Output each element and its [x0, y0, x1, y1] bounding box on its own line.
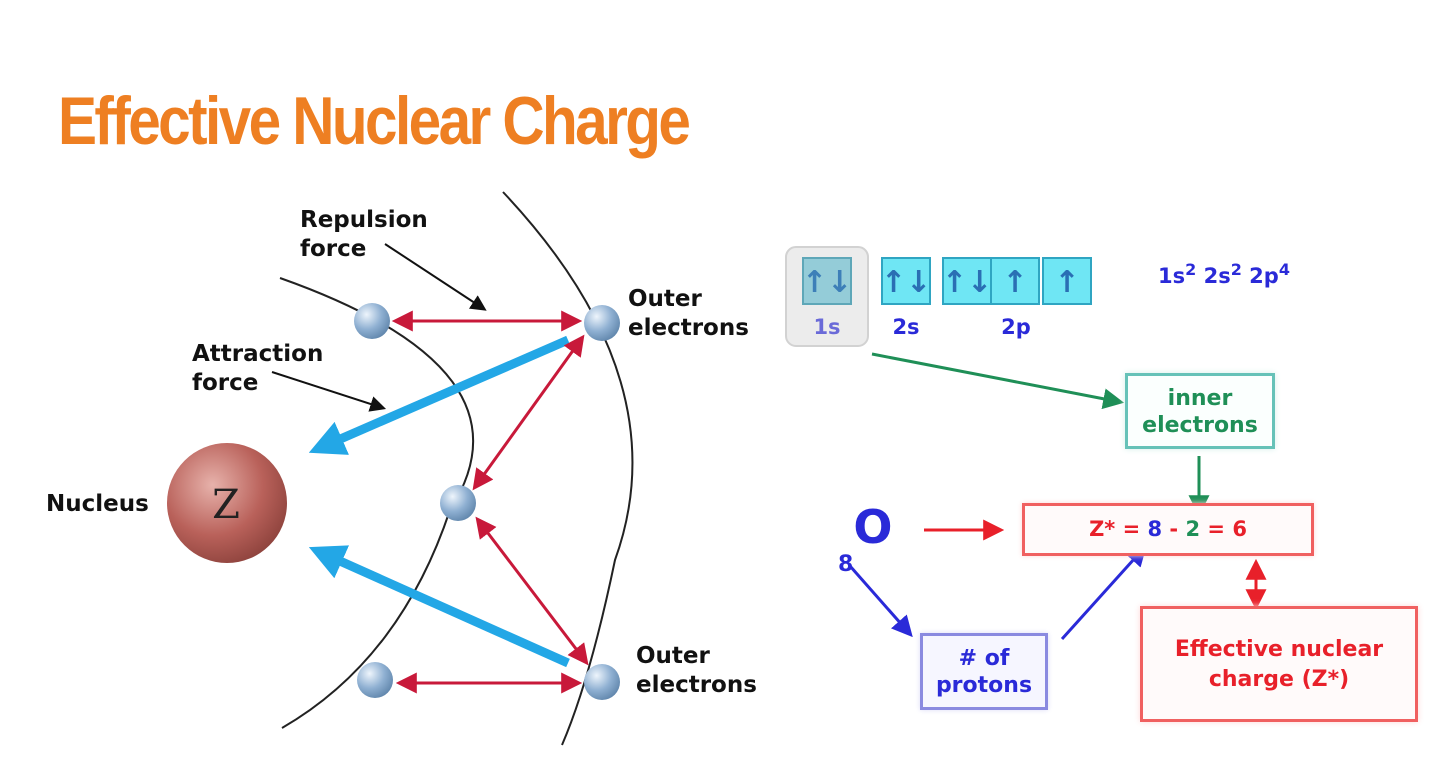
- orbital-label-1s: 1s: [813, 315, 840, 339]
- green-arrow-to-inner: [871, 352, 1125, 410]
- orbital-2s-electrons: ↑↓: [881, 265, 931, 300]
- orbital-2p-a-electrons: ↑↓: [942, 265, 992, 300]
- orbital-label-2p: 2p: [1001, 315, 1031, 339]
- electron-outer-top: [584, 305, 620, 341]
- repulsion-pointer-arrow: [384, 243, 487, 311]
- inner-electrons-box: inner electrons: [1125, 373, 1275, 449]
- repulsion-arrow-lower-diag: [475, 516, 589, 666]
- repulsion-arrow-upper-diag: [472, 334, 585, 491]
- oxygen-element: O: [853, 500, 893, 554]
- blue-arrow-oxygen-to-protons: [848, 565, 913, 638]
- orbital-box-2p-b: [990, 257, 1040, 305]
- electron-outer-bottom: [584, 664, 620, 700]
- effective-nuclear-charge-box: Effective nuclear charge (Z*): [1140, 606, 1418, 722]
- orbital-box-1s: [802, 257, 852, 305]
- orbital-2p-b-electrons: ↑: [1002, 265, 1027, 300]
- protons-box: # of protons: [920, 633, 1048, 710]
- electron-configuration: 1s2 2s2 2p4: [1158, 260, 1290, 288]
- orbital-box-2s: [881, 257, 931, 305]
- blue-arrow-protons-to-zstar: [1060, 544, 1147, 641]
- orbital-box-2p-c: [1042, 257, 1092, 305]
- orbital-label-2s: 2s: [892, 315, 919, 339]
- nucleus: [167, 443, 287, 563]
- orbital-2p-c-electrons: ↑: [1054, 265, 1079, 300]
- nucleus-label: Nucleus: [46, 491, 149, 517]
- electron-inner-middle: [440, 485, 476, 521]
- oxygen-symbol: 8O: [838, 500, 893, 577]
- page-title: Effective Nuclear Charge: [58, 83, 691, 159]
- attraction-arrow-top: [308, 335, 570, 455]
- electron-inner-bottom: [357, 662, 393, 698]
- attraction-pointer-arrow: [271, 371, 387, 412]
- nucleus-symbol: Z: [212, 482, 240, 528]
- outer-shell-arc: [502, 191, 634, 746]
- orbital-1s-electrons: ↑↓: [802, 265, 852, 300]
- attraction-arrow-bottom: [308, 545, 570, 668]
- electron-inner-top: [354, 303, 390, 339]
- zstar-equation-box: Z* = 8 - 2 = 6: [1022, 503, 1314, 556]
- oxygen-atomic-number: 8: [838, 552, 854, 577]
